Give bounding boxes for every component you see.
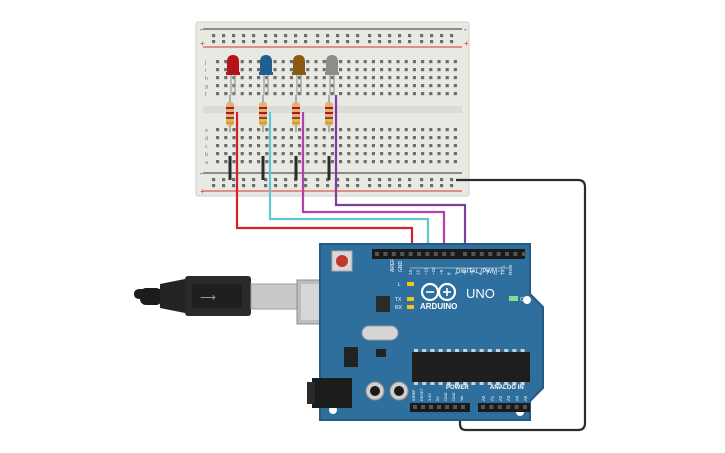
row-letter: g (205, 84, 208, 90)
model-label: UNO (466, 286, 495, 301)
analog-pin-label: A0 (481, 395, 486, 401)
row-letter: a (205, 160, 209, 166)
small-chip (376, 349, 386, 357)
wires[interactable] (235, 95, 587, 432)
row-letter: i (205, 68, 206, 74)
resistor-4[interactable] (325, 95, 333, 132)
voltage-regulator (344, 347, 358, 367)
tx-label: TX (395, 297, 402, 303)
digital-pin-label: ~5 (470, 269, 475, 275)
brand-label: ARDUINO (420, 302, 457, 311)
digital-pwm-label: DIGITAL (PWM~) (456, 269, 503, 275)
row-letter: b (205, 152, 208, 158)
analog-pin-label: A1 (489, 395, 494, 401)
analog-pin-label: A5 (523, 395, 528, 401)
resistors[interactable] (226, 95, 333, 132)
digital-pin-label: RX 0 (508, 264, 513, 275)
leds[interactable] (226, 55, 339, 95)
reset-button-cap[interactable] (336, 255, 348, 267)
led-yellow[interactable] (292, 55, 306, 95)
arduino-logo-icon (420, 282, 457, 302)
mount-hole (523, 296, 531, 304)
led-blue[interactable] (259, 55, 273, 95)
digital-pin-label: TX 1 (500, 265, 505, 275)
on-label: ON (520, 297, 528, 303)
digital-pin-label: ~9 (439, 269, 444, 275)
rx-label: RX (395, 305, 403, 311)
resistor-3[interactable] (292, 95, 300, 132)
rail-plus-sign-right: + (464, 39, 469, 48)
rail-minus-sign-right: - (464, 25, 467, 34)
digital-pin-label: 7 (454, 272, 459, 275)
led-l-indicator (407, 282, 414, 286)
analog-header[interactable] (478, 403, 530, 412)
row-letter: f (205, 92, 207, 98)
analog-pin-label: A3 (506, 395, 511, 401)
digital-pin-label: 2 (493, 272, 498, 275)
aref-label: AREF (390, 259, 396, 272)
digital-header[interactable] (372, 249, 525, 259)
wire-red[interactable] (235, 112, 414, 250)
usb-symbol-icon: ⟶ (200, 292, 216, 304)
row-letter: j (204, 60, 206, 66)
row-letter: c (205, 144, 208, 150)
wire-purple[interactable] (334, 95, 467, 250)
analog-in-label: ANALOG IN (490, 385, 524, 391)
power-jack[interactable] (312, 378, 352, 408)
power-pin-labels: IOREF RESET 3.3V 5V GND GND Vin (412, 388, 464, 401)
row-letter: d (205, 136, 208, 142)
power-pin-label: 3.3V (428, 393, 432, 401)
analog-pin-label: A2 (498, 395, 503, 401)
power-label: POWER (446, 385, 469, 391)
row-letter: e (205, 128, 208, 134)
digital-pin-label: 12 (416, 269, 421, 275)
rail-minus-sign-bottom: - (200, 169, 203, 178)
power-pin-label: GND (452, 392, 456, 401)
on-led-indicator (509, 296, 518, 301)
breadboard-holes (212, 34, 457, 188)
digital-pin-label: ~11 (423, 267, 428, 275)
row-letter: h (205, 76, 208, 82)
digital-pin-label: 8 (447, 272, 452, 275)
analog-pin-label: A4 (515, 395, 520, 401)
led-white[interactable] (325, 55, 339, 95)
led-rx-indicator (407, 305, 414, 309)
wire-cyan[interactable] (268, 112, 430, 250)
resistor-2[interactable] (259, 95, 267, 132)
led-tx-indicator (407, 297, 414, 301)
power-pin-label: RESET (420, 388, 424, 401)
usb-controller-chip (376, 296, 390, 312)
atmega-microcontroller (412, 352, 530, 382)
digital-pin-label: ~6 (462, 269, 467, 275)
wire-magenta[interactable] (301, 112, 446, 250)
wire-ground-black[interactable] (456, 178, 587, 432)
digital-pin-label: ~3 (485, 269, 490, 275)
power-pin-label: GND (444, 392, 448, 401)
rail-minus-sign: - (200, 25, 203, 34)
rail-plus-sign-bottom: + (200, 187, 205, 196)
digital-pin-label: 4 (477, 272, 482, 275)
resistor-1[interactable] (226, 95, 234, 132)
gnd-label: GND (398, 261, 404, 273)
led-red[interactable] (226, 55, 240, 95)
ground-jumpers (228, 156, 331, 180)
digital-pin-label: 13 (408, 269, 413, 275)
power-pin-label: 5V (436, 396, 440, 401)
digital-pin-label: ~10 (431, 267, 436, 275)
crystal-oscillator (361, 325, 399, 341)
led-l-label: L (398, 282, 401, 288)
power-pin-label: Vin (460, 396, 464, 401)
rail-plus-sign: + (200, 39, 205, 48)
power-pin-label: IOREF (412, 389, 416, 401)
